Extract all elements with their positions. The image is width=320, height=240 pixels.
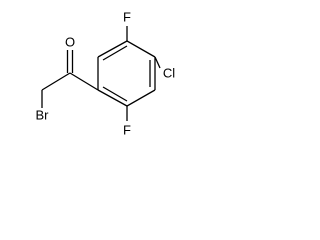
ring-to-chlorine-bond [154,56,161,69]
ring-inner-bond-c2-c3 [102,45,128,61]
carbonyl-to-methylene-bond [41,72,71,91]
chemical-structure-diagram: O Br F Cl F [36,9,176,137]
bromine-atom-label: Br [36,107,50,122]
chlorine-atom-label: Cl [163,65,175,80]
fluorine-bottom-atom-label: F [123,122,131,137]
carbonyl-to-ring-bond [69,72,99,91]
fluorine-top-atom-label: F [123,9,131,24]
ring-bond-c5-c6 [126,89,156,107]
ring-inner-bond-c6-c1 [102,86,128,102]
ring-bond-c6-c1 [97,89,128,107]
oxygen-atom-label: O [65,34,75,49]
ring-bond-c3-c4 [126,40,156,58]
ring-bond-c2-c3 [97,40,128,58]
